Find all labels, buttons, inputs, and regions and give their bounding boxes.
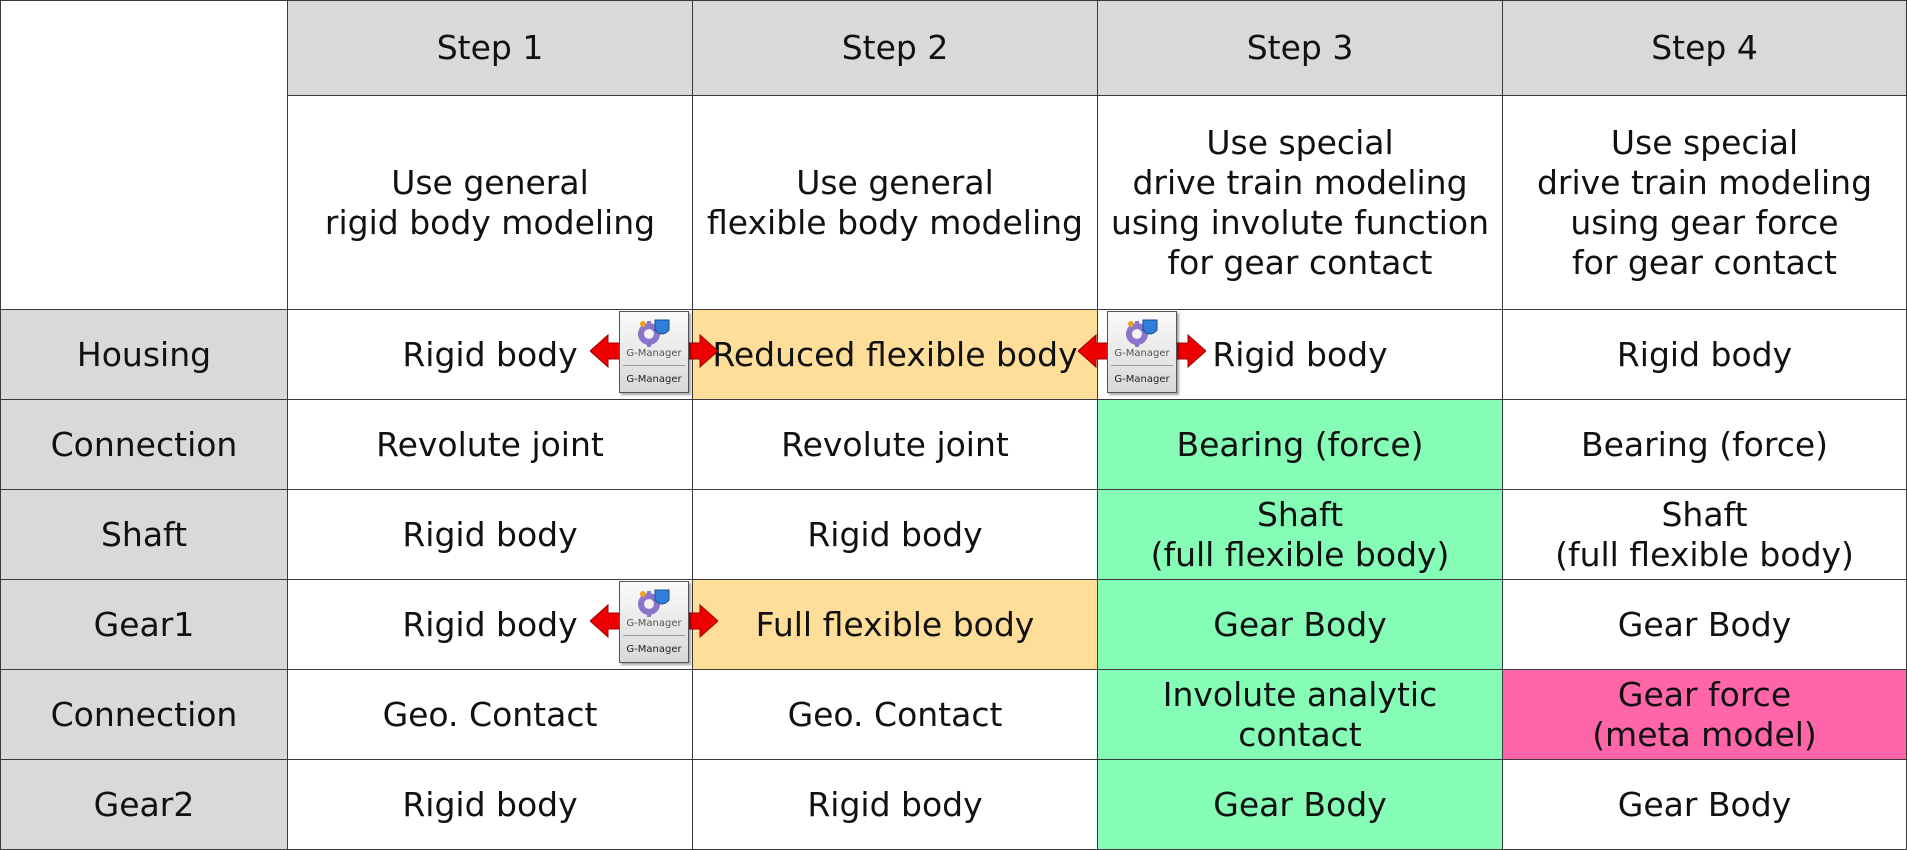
table-row: Housing Rigid body Reduced flexible body… xyxy=(0,309,1907,400)
table-row: Gear2 Rigid body Rigid body Gear Body Ge… xyxy=(0,759,1907,850)
g-manager-caption: G-Manager xyxy=(626,618,682,629)
cell-housing-step4: Rigid body xyxy=(1502,309,1907,400)
g-manager-button[interactable]: G-Manager G-Manager xyxy=(619,311,689,393)
g-manager-transfer-gear1-1-2: G-Manager G-Manager xyxy=(590,580,718,666)
row-label-gear-connection: Connection xyxy=(0,669,288,760)
arrow-left-icon xyxy=(590,334,626,368)
g-manager-button[interactable]: G-Manager G-Manager xyxy=(619,581,689,663)
cell-connection-step2: Revolute joint xyxy=(692,399,1098,490)
divider xyxy=(623,635,685,636)
arrow-left-icon xyxy=(590,604,626,638)
row-label-gear1: Gear1 xyxy=(0,579,288,670)
cell-housing-step2: Reduced flexible body xyxy=(692,309,1098,400)
arrow-right-icon xyxy=(1170,334,1206,368)
step-3-description: Use special drive train modeling using i… xyxy=(1097,95,1503,310)
cell-shaft-step4: Shaft (full flexible body) xyxy=(1502,489,1907,580)
cell-gear2-step3: Gear Body xyxy=(1097,759,1503,850)
table-row: Connection Revolute joint Revolute joint… xyxy=(0,399,1907,490)
divider xyxy=(623,365,685,366)
cell-gear-connection-step3: Involute analytic contact xyxy=(1097,669,1503,760)
arrow-right-icon xyxy=(682,334,718,368)
g-manager-button[interactable]: G-Manager G-Manager xyxy=(1107,311,1177,393)
cell-gear-connection-step1: Geo. Contact xyxy=(287,669,693,760)
step-2-header: Step 2 xyxy=(692,0,1098,96)
row-label-shaft: Shaft xyxy=(0,489,288,580)
arrow-left-icon xyxy=(1078,334,1114,368)
cell-gear2-step1: Rigid body xyxy=(287,759,693,850)
step-4-description: Use special drive train modeling using g… xyxy=(1502,95,1907,310)
g-manager-app-icon xyxy=(638,319,670,347)
step-2-description: Use general flexible body modeling xyxy=(692,95,1098,310)
cell-gear1-step3: Gear Body xyxy=(1097,579,1503,670)
cell-gear-connection-step2: Geo. Contact xyxy=(692,669,1098,760)
row-label-gear2: Gear2 xyxy=(0,759,288,850)
cell-gear1-step2: Full flexible body xyxy=(692,579,1098,670)
g-manager-label: G-Manager xyxy=(1114,374,1170,385)
arrow-right-icon xyxy=(682,604,718,638)
cell-connection-step4: Bearing (force) xyxy=(1502,399,1907,490)
cell-connection-step1: Revolute joint xyxy=(287,399,693,490)
cell-gear2-step4: Gear Body xyxy=(1502,759,1907,850)
g-manager-caption: G-Manager xyxy=(626,348,682,359)
step-1-header: Step 1 xyxy=(287,0,693,96)
cell-gear2-step2: Rigid body xyxy=(692,759,1098,850)
cell-gear-connection-step4: Gear force (meta model) xyxy=(1502,669,1907,760)
cell-shaft-step2: Rigid body xyxy=(692,489,1098,580)
step-4-header: Step 4 xyxy=(1502,0,1907,96)
g-manager-app-icon xyxy=(1126,319,1158,347)
divider xyxy=(1111,365,1173,366)
table-row: Gear1 Rigid body Full flexible body Gear… xyxy=(0,579,1907,670)
g-manager-caption: G-Manager xyxy=(1114,348,1170,359)
g-manager-app-icon xyxy=(638,589,670,617)
step-description-row: Use general rigid body modeling Use gene… xyxy=(1,95,1907,310)
step-1-description: Use general rigid body modeling xyxy=(287,95,693,310)
cell-shaft-step1: Rigid body xyxy=(287,489,693,580)
row-label-connection: Connection xyxy=(0,399,288,490)
g-manager-label: G-Manager xyxy=(626,644,682,655)
cell-shaft-step3: Shaft (full flexible body) xyxy=(1097,489,1503,580)
g-manager-label: G-Manager xyxy=(626,374,682,385)
g-manager-transfer-housing-2-3: G-Manager G-Manager xyxy=(1078,310,1206,396)
row-label-housing: Housing xyxy=(0,309,288,400)
table-row: Shaft Rigid body Rigid body Shaft (full … xyxy=(0,489,1907,580)
step-header-row: Step 1 Step 2 Step 3 Step 4 xyxy=(0,0,1907,310)
cell-connection-step3: Bearing (force) xyxy=(1097,399,1503,490)
corner-cell xyxy=(0,0,288,310)
table-row: Connection Geo. Contact Geo. Contact Inv… xyxy=(0,669,1907,760)
g-manager-transfer-housing-1-2: G-Manager G-Manager xyxy=(590,310,718,396)
step-3-header: Step 3 xyxy=(1097,0,1503,96)
cell-gear1-step4: Gear Body xyxy=(1502,579,1907,670)
